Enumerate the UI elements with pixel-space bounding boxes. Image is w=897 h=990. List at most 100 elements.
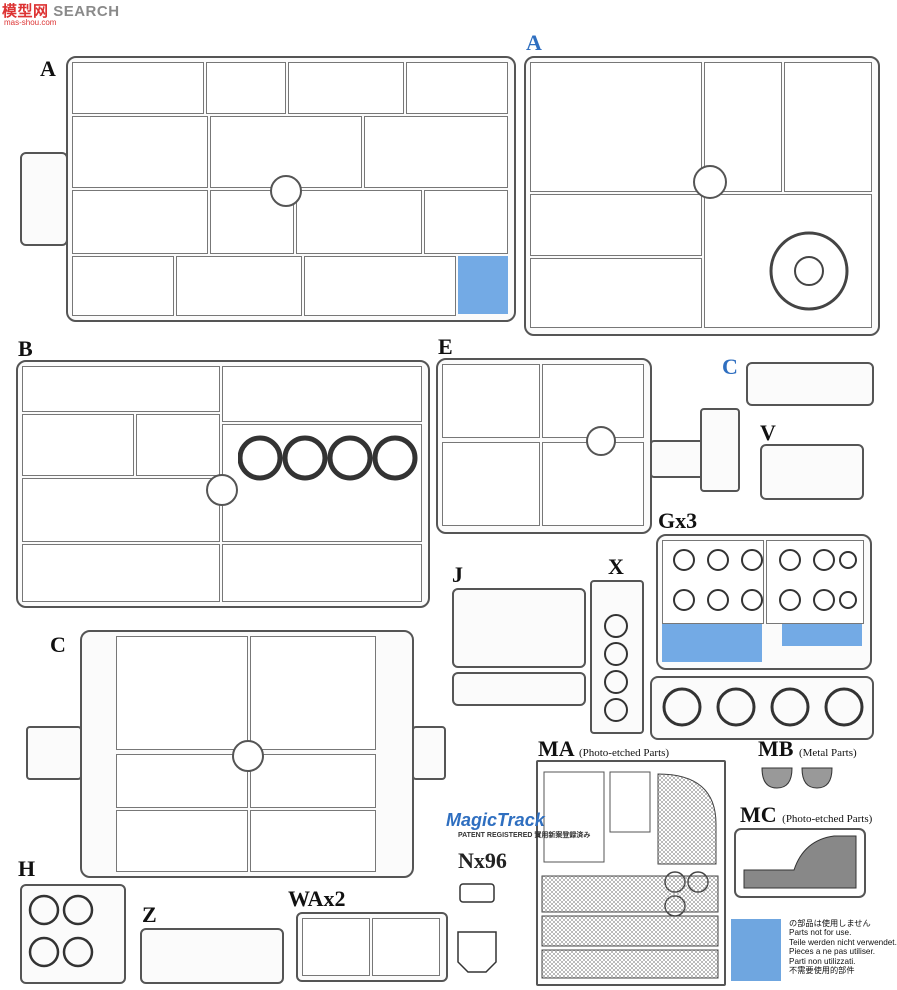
sprue-e (436, 358, 652, 534)
sprue-cell (304, 256, 456, 316)
sprue-c-small (746, 362, 874, 406)
metal-label-mb-text: MB (758, 736, 794, 761)
patent-text: PATENT REGISTERED 實用新案登録済み (458, 832, 591, 839)
sprue-gate-ring (586, 426, 616, 456)
sprue-v (760, 444, 864, 500)
watermark-logo: 模型网 SEARCH (2, 0, 120, 21)
sprue-a-left (66, 56, 516, 322)
unused-parts-highlight (458, 256, 508, 314)
metal-label-mb-sub: (Metal Parts) (798, 747, 857, 759)
pe-ma-parts (541, 771, 719, 979)
sprue-cell (406, 62, 508, 114)
sprue-wax2 (296, 912, 448, 982)
pe-label-mc: MC (Photo-etched Parts) (740, 804, 872, 826)
sprue-cell (302, 918, 370, 976)
sprue-cell (222, 544, 422, 602)
sprue-c-big (80, 630, 414, 878)
sprue-cell (442, 442, 540, 526)
sprue-h (20, 884, 126, 984)
sprue-cell (116, 636, 248, 750)
sprue-cell (22, 414, 134, 476)
sprue-a-left-tab (20, 152, 68, 246)
sprue-gate-ring (693, 165, 727, 199)
sprue-cell (116, 754, 248, 808)
sprue-cell (136, 414, 220, 476)
sprue-cell (530, 258, 702, 328)
part-drive-sprockets (28, 894, 94, 968)
part-metal-mb (761, 767, 833, 789)
notice-line: の部品は使用しません (789, 919, 871, 928)
magic-track-code: Nx96 (458, 848, 507, 873)
sprue-cell (22, 478, 220, 542)
sprue-label-x: X (608, 554, 624, 579)
watermark-brand: 模型网 (2, 3, 49, 20)
sprue-label-e: E (438, 334, 453, 359)
sprue-cell (250, 810, 376, 872)
sprue-label-c-big: C (50, 632, 66, 657)
unused-parts-legend-swatch (731, 919, 781, 981)
sprue-label-v: V (760, 420, 776, 445)
sprue-cell (72, 116, 208, 188)
part-wheels-row (238, 435, 418, 481)
sprue-e-arm (650, 440, 706, 478)
sprue-cell (542, 442, 644, 526)
unused-parts-highlight (782, 624, 862, 646)
sprue-cell (116, 810, 248, 872)
watermark-text: SEARCH (53, 3, 120, 20)
sprue-b (16, 360, 430, 608)
sprue-cell (22, 366, 220, 412)
sprue-cell (72, 190, 208, 254)
sprue-cell (250, 754, 376, 808)
sprue-j (452, 588, 586, 668)
sprue-label-gx3: Gx3 (658, 508, 698, 533)
sprue-j-lower (452, 672, 586, 706)
part-sprockets (673, 549, 857, 611)
sprue-cell (364, 116, 508, 188)
part-track-links (457, 883, 497, 973)
sprue-cell (296, 190, 422, 254)
sprue-cell (72, 62, 204, 114)
sprue-cell (530, 62, 702, 192)
pe-label-ma-text: MA (538, 736, 574, 761)
sprue-label-h: H (18, 856, 36, 881)
sprue-cell (442, 364, 540, 438)
pe-label-ma-sub: (Photo-etched Parts) (578, 747, 670, 759)
sprue-cell (372, 918, 440, 976)
part-lower-hull (604, 614, 628, 722)
part-road-wheels (662, 687, 864, 727)
sprue-c-big-tab-left (26, 726, 82, 780)
sprue-cell (72, 256, 174, 316)
notice-line: 不需要使用的部件 (789, 966, 855, 976)
sprue-cell (424, 190, 508, 254)
pe-label-ma: MA (Photo-etched Parts) (538, 738, 669, 760)
part-hatch-ring (769, 231, 849, 311)
sprue-gate-ring (206, 474, 238, 506)
magic-track-logo: MagicTrack (446, 810, 545, 830)
notice-line: Teile werden nicht verwendet. (789, 937, 897, 947)
sprue-label-a-right: A (526, 30, 542, 55)
sprue-a-right (524, 56, 880, 336)
sprue-cell (662, 540, 764, 624)
sprue-label-b: B (18, 336, 33, 361)
part-30 (700, 408, 740, 492)
sprue-label-c-small: C (722, 354, 738, 379)
sprue-cell (206, 62, 286, 114)
pe-label-mc-sub: (Photo-etched Parts) (782, 813, 873, 825)
unused-parts-notice: の部品は使用しません Parts not for use. Teile werd… (789, 919, 897, 983)
unused-parts-highlight (662, 624, 762, 662)
sprue-cell (176, 256, 302, 316)
pe-label-mc-text: MC (740, 802, 777, 827)
sprue-label-z: Z (142, 902, 157, 927)
sprue-cell (250, 636, 376, 750)
notice-line: Pieces a ne pas utiliser. (789, 947, 876, 957)
sprue-label-a-left: A (40, 56, 56, 81)
sprue-label-j: J (452, 562, 463, 587)
sprue-gate-ring (270, 175, 302, 207)
sprue-label-wax2: WAx2 (288, 886, 346, 911)
sprue-cell (22, 544, 220, 602)
sprue-gate-ring (232, 740, 264, 772)
sprue-gx3 (656, 534, 872, 670)
pe-sheet-mc (734, 828, 866, 898)
sprue-z (140, 928, 284, 984)
sprue-gx3-wheels (650, 676, 874, 740)
